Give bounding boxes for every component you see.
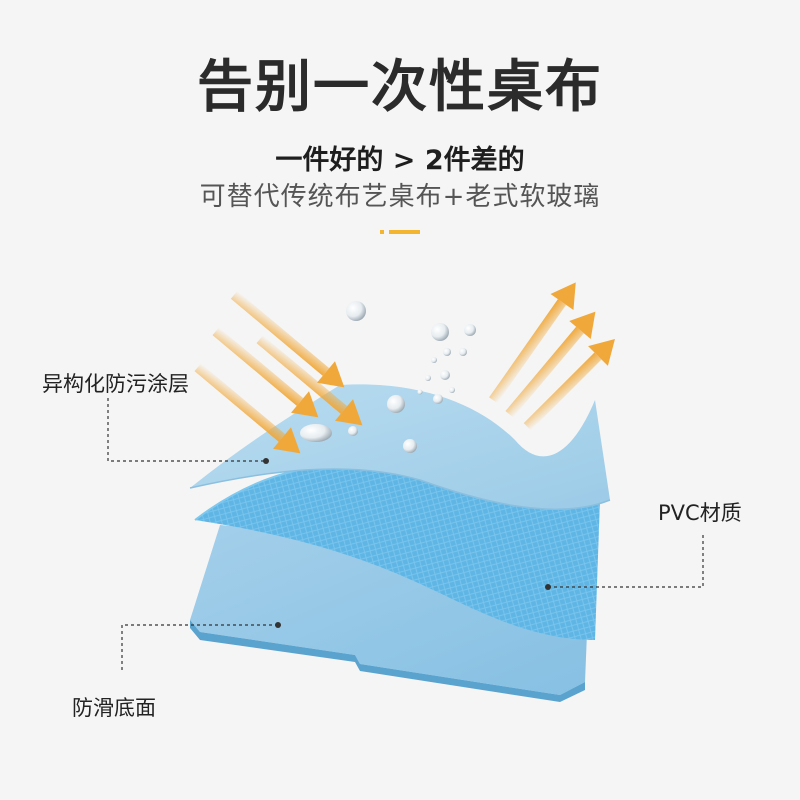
coating-layer [189, 384, 611, 511]
page-title: 告别一次性桌布 [197, 55, 603, 120]
accent-divider [380, 230, 420, 234]
subtitle: 一件好的 > 2件差的 [275, 145, 525, 176]
callout-anti-slip-bottom: 防滑底面 [72, 696, 156, 720]
callout-pvc-material: PVC材质 [658, 501, 742, 525]
callout-leaders [107, 398, 704, 670]
outgoing-arrows-icon [489, 282, 615, 431]
callout-coating: 异构化防污涂层 [42, 372, 189, 396]
water-droplets-icon [300, 301, 476, 453]
incoming-arrows-icon [194, 291, 363, 454]
description: 可替代传统布艺桌布+老式软玻璃 [199, 182, 601, 212]
